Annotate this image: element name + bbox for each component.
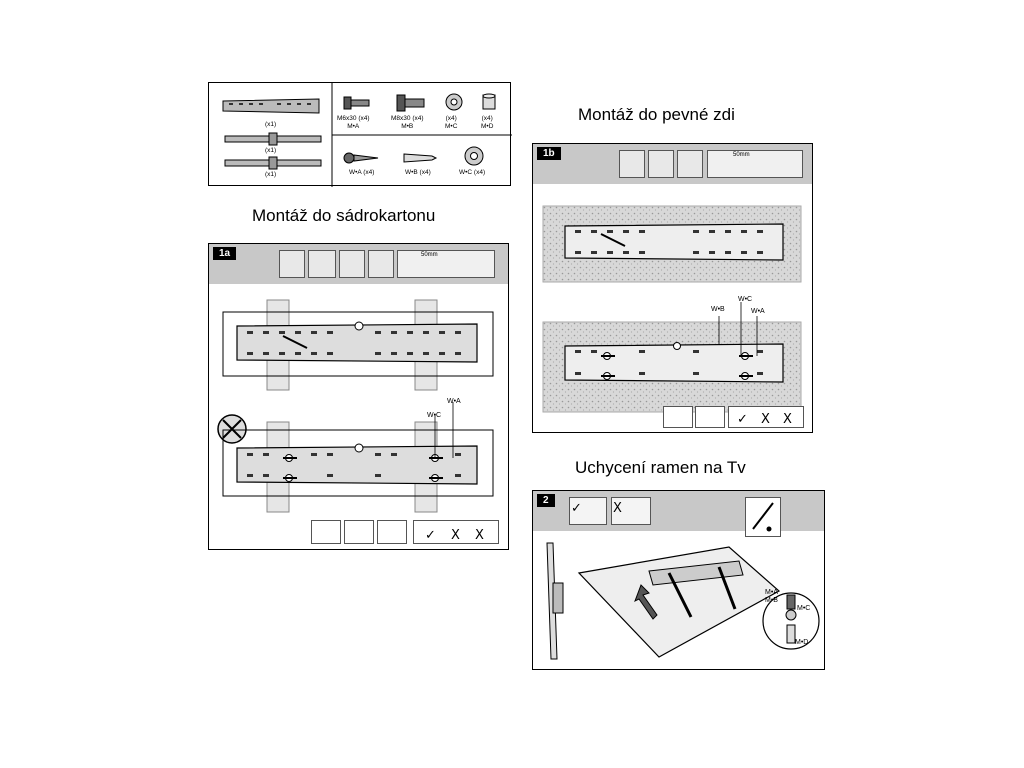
tv-side-view: [546, 542, 564, 660]
spacer-md-qty: (x4): [481, 115, 493, 122]
strip-step-1-1a: [311, 520, 341, 544]
strip-step-2-1b: [695, 406, 725, 428]
callout-mc-2: M•C: [797, 605, 811, 612]
screwdriver-glyph: [752, 502, 774, 532]
tv-back-diagram: [577, 546, 781, 658]
title-solid-wall: Montáž do pevné zdi: [578, 105, 735, 124]
cross-mark-1-1b: X: [761, 412, 770, 427]
screw-ma-size: M6x30 (x4): [337, 115, 370, 122]
level-tool-icon-1b: [619, 150, 645, 178]
tv-arm-right-part-icon: [224, 156, 322, 170]
screw-mb-icon: [396, 94, 425, 112]
drill-depth-dim-1a: 50mm: [421, 252, 438, 258]
screw-mb-code: M•B: [401, 123, 414, 130]
step-1a-tag: 1a: [213, 247, 237, 260]
drill-icon-1b: [677, 150, 703, 178]
spacer-md-icon: [482, 93, 496, 110]
hardware-detail-magnifier: [762, 592, 820, 650]
drill-depth-icon: [397, 250, 495, 278]
strip-step-1-1b: [663, 406, 693, 428]
step-2-panel: 2 ✓ X M•A M•B M•C M•D: [532, 490, 825, 670]
wall-plate-part-icon: [222, 98, 320, 114]
stud-finder-icon: [279, 250, 305, 278]
screw-mb-label: M8x30 (x4) M•B: [391, 115, 424, 131]
callout-wa-1b: W•A: [751, 308, 765, 315]
drill-depth-dim-1b: 50mm: [733, 152, 750, 158]
pencil-icon-1b: [648, 150, 674, 178]
arm-left-qty: (x1): [265, 147, 277, 154]
no-drywall-only-icon: [217, 414, 247, 444]
step-1a-panel: 1a 50mm: [208, 243, 509, 550]
bracket-diagram-lower-1b: [542, 302, 802, 413]
wood-screw-wa-icon: [343, 152, 379, 164]
callout-ma-2: M•A: [765, 589, 778, 596]
step-1b-tag: 1b: [537, 147, 561, 160]
screw-mb-size: M8x30 (x4): [391, 115, 424, 122]
arm-right-qty: (x1): [265, 171, 277, 178]
anchor-wb-label: W•B (x4): [405, 169, 431, 176]
bracket-diagram-upper-1a: [222, 299, 494, 391]
bracket-diagram-upper-1b: [542, 205, 802, 283]
washer-wc-label: W•C (x4): [459, 169, 486, 176]
check-mark-1a: ✓: [425, 528, 436, 543]
callout-wc-1a: W•C: [427, 412, 442, 419]
cross-mark-2-1a: X: [475, 528, 484, 543]
bracket-diagram-lower-1a: [222, 402, 494, 513]
washer-mc-code: M•C: [445, 123, 458, 130]
title-drywall: Montáž do sádrokartonu: [252, 206, 436, 225]
pencil-icon: [339, 250, 365, 278]
washer-mc-qty: (x4): [445, 115, 457, 122]
strip-step-3-1a: [377, 520, 407, 544]
correct-arm-mount-icon: [569, 497, 607, 525]
drill-depth-icon-1b: [707, 150, 803, 178]
wrong-arm-mount-icon: [611, 497, 651, 525]
screw-ma-icon: [343, 96, 370, 110]
strip-step-2-1a: [344, 520, 374, 544]
arm-check-mark: ✓: [571, 501, 582, 516]
anchor-wb-icon: [403, 153, 438, 163]
screw-ma-code: M•A: [347, 123, 360, 130]
spacer-md-code: M•D: [481, 123, 494, 130]
callout-wa-1a: W•A: [447, 398, 461, 405]
check-mark-1b: ✓: [737, 412, 748, 427]
parts-dividers: [331, 83, 512, 187]
strip-results-1b: [728, 406, 804, 428]
spacer-md-label: (x4) M•D: [481, 115, 493, 131]
step-1b-panel: 1b 50mm: [532, 143, 813, 433]
callout-wb-1b: W•B: [711, 306, 725, 313]
wood-screw-wa-label: W•A (x4): [349, 169, 375, 176]
step-2-tag: 2: [537, 494, 555, 507]
tv-arm-left-part-icon: [224, 132, 322, 146]
callout-wc-1b: W•C: [738, 296, 753, 303]
washer-wc-icon: [464, 146, 484, 166]
wall-plate-qty: (x1): [265, 121, 277, 128]
washer-mc-icon: [445, 93, 463, 111]
title-tv-arms: Uchycení ramen na Tv: [575, 458, 746, 477]
screw-ma-label: M6x30 (x4) M•A: [337, 115, 370, 131]
cross-mark-1-1a: X: [451, 528, 460, 543]
washer-mc-label: (x4) M•C: [445, 115, 457, 131]
arm-cross-mark: X: [613, 501, 622, 516]
level-tool-icon: [308, 250, 336, 278]
drill-icon: [368, 250, 394, 278]
parts-list-panel: (x1) (x1) (x1) M6x30 (x4) M•A M8x30 (x4)…: [208, 82, 512, 187]
strip-results-1a: [413, 520, 499, 544]
cross-mark-2-1b: X: [783, 412, 792, 427]
callout-md-2: M•D: [795, 639, 809, 646]
callout-mb-2: M•B: [765, 597, 778, 604]
